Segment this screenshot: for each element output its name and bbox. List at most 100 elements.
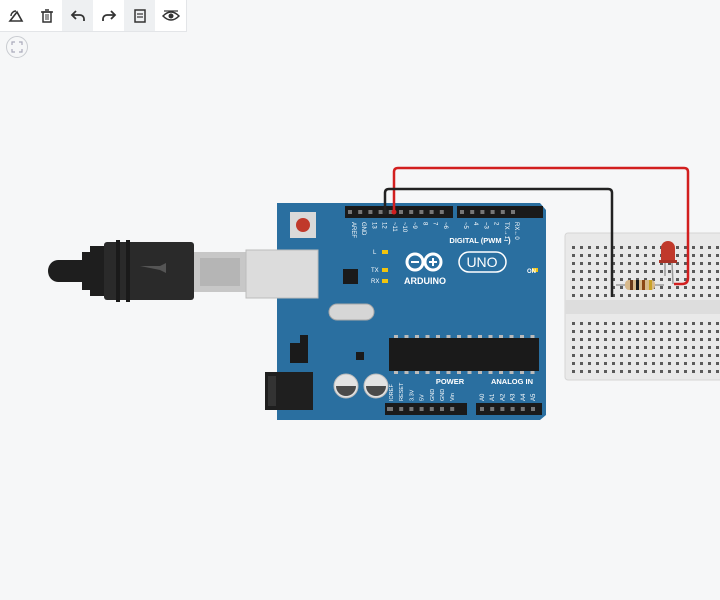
analog-header-label: ANALOG IN xyxy=(491,377,533,386)
wire-black[interactable] xyxy=(383,187,614,297)
breadboard[interactable] xyxy=(564,232,720,381)
chip-pin xyxy=(509,371,514,374)
chip-pin xyxy=(509,335,514,338)
pin-label: IOREF xyxy=(389,384,395,401)
arduino-uno-board[interactable]: UNO ARDUINO DIGITAL (PWM ~) POWER ANALOG… xyxy=(245,203,546,420)
pin-label: ~3 xyxy=(482,222,488,230)
chip-pin xyxy=(404,371,409,374)
chip-pin xyxy=(446,371,451,374)
led-rx xyxy=(382,279,388,283)
notes-button[interactable] xyxy=(124,0,155,31)
header-pin xyxy=(480,210,485,214)
digital-header-label: DIGITAL (PWM ~) xyxy=(449,236,511,245)
pin-label: GND xyxy=(360,222,366,236)
led-on xyxy=(532,268,538,272)
chip-pin xyxy=(467,335,472,338)
pin-label: 3.3V xyxy=(409,389,415,401)
visibility-button[interactable] xyxy=(155,0,186,31)
header-pin xyxy=(440,407,444,411)
pin-label: A3 xyxy=(511,393,517,401)
header-pin xyxy=(490,210,495,214)
chip-pin xyxy=(436,371,440,374)
small-ic xyxy=(343,269,358,284)
usb-cable xyxy=(48,240,246,302)
header-pin xyxy=(378,210,383,214)
header-pin xyxy=(460,210,464,214)
header-pin xyxy=(358,210,363,214)
pin-label: Vin xyxy=(450,393,456,401)
trash-icon xyxy=(40,8,53,23)
led-rx-label: RX xyxy=(371,279,379,285)
redo-button[interactable] xyxy=(93,0,124,31)
chip-pin xyxy=(520,335,524,338)
zoom-to-fit-button[interactable] xyxy=(6,36,28,58)
pin-label: A1 xyxy=(490,393,496,401)
header-pin xyxy=(500,407,505,411)
led-tx-label: TX xyxy=(371,268,379,274)
analog-header xyxy=(476,403,542,415)
header-pin xyxy=(500,210,505,214)
header-pin xyxy=(490,407,495,411)
header-pin xyxy=(419,210,424,214)
pin-label: RX←0 xyxy=(513,222,519,240)
chip-pin xyxy=(446,335,451,338)
rotate-icon xyxy=(7,9,23,22)
header-pin xyxy=(419,407,424,411)
uno-badge xyxy=(458,251,507,273)
power-header xyxy=(385,403,467,415)
board-model: UNO xyxy=(466,254,497,270)
header-pin xyxy=(429,407,434,411)
notes-icon xyxy=(133,8,146,23)
delete-button[interactable] xyxy=(31,0,62,31)
rotate-button[interactable] xyxy=(0,0,31,31)
chip-pin xyxy=(488,371,493,374)
pin-label: 13 xyxy=(370,222,376,229)
chip-pin xyxy=(530,335,535,338)
board-brand: ARDUINO xyxy=(404,276,446,286)
header-pin xyxy=(511,210,515,214)
chip-pin xyxy=(457,371,461,374)
header-pin xyxy=(520,407,525,411)
header-pin xyxy=(531,407,535,411)
usb-b-port xyxy=(245,249,319,299)
atmega-chip xyxy=(389,338,539,371)
resistor[interactable] xyxy=(616,280,664,290)
chip-pin xyxy=(478,335,482,338)
chip-pin xyxy=(478,371,482,374)
pin-label: 12 xyxy=(381,222,387,229)
pin-label: 8 xyxy=(421,222,427,226)
red-led[interactable] xyxy=(659,241,677,285)
chip-pin xyxy=(404,335,409,338)
pin-label: 5V xyxy=(420,394,426,401)
pin-label: ~6 xyxy=(442,222,448,230)
chip-pin xyxy=(436,335,440,338)
header-pin xyxy=(399,407,404,411)
pin-label: AREF xyxy=(350,222,356,238)
chip-pin xyxy=(394,371,398,374)
fit-icon xyxy=(11,41,23,53)
chip-pin xyxy=(425,371,430,374)
voltage-regulator xyxy=(290,343,308,363)
chip-pin xyxy=(415,371,419,374)
header-pin xyxy=(399,210,403,214)
header-pin xyxy=(470,210,475,214)
header-pin xyxy=(348,210,352,214)
pin-label: RESET xyxy=(399,382,405,401)
led-l-label: L xyxy=(373,250,377,256)
chip-pin xyxy=(394,335,398,338)
arduino-logo-icon xyxy=(405,252,443,272)
header-pin xyxy=(439,210,444,214)
chip-pin xyxy=(457,335,461,338)
pin-label: A4 xyxy=(521,393,527,401)
undo-button[interactable] xyxy=(62,0,93,31)
chip-pin xyxy=(499,335,503,338)
chip-pin xyxy=(467,371,472,374)
power-header-label: POWER xyxy=(436,377,465,386)
header-pin xyxy=(480,407,484,411)
wire-red[interactable] xyxy=(392,166,690,286)
pin-label: GND xyxy=(440,389,446,401)
pin-label: ~5 xyxy=(462,222,468,230)
pin-label: 4 xyxy=(472,222,478,226)
chip-pin xyxy=(530,371,535,374)
